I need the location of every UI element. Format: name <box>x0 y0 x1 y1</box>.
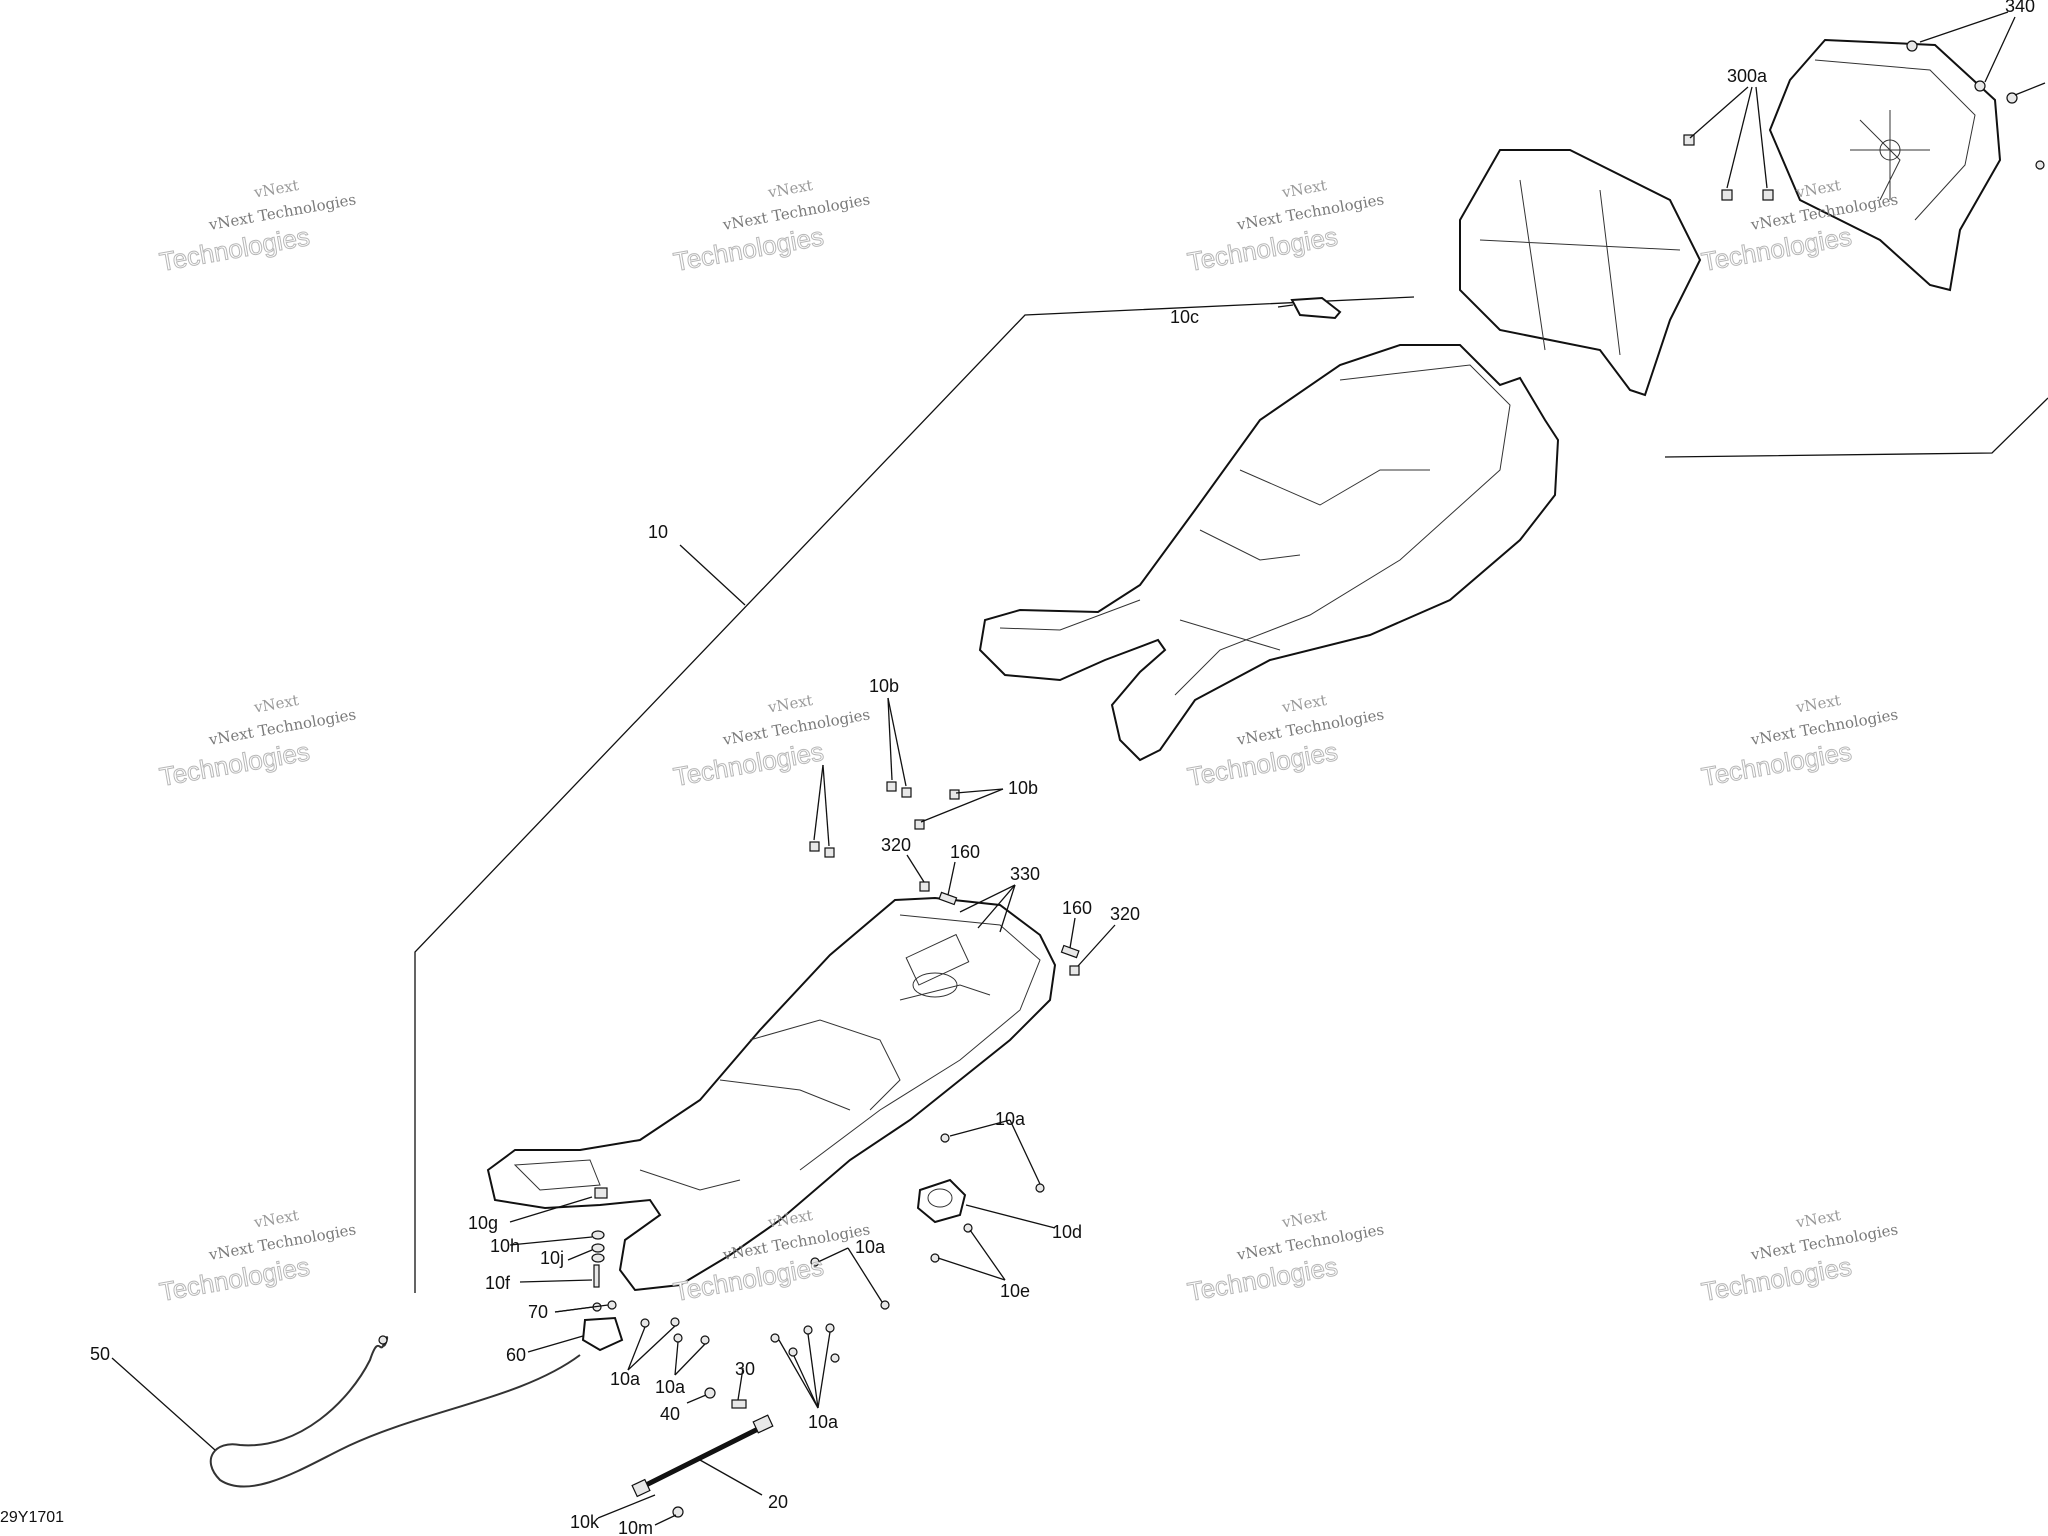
callout-50: 50 <box>90 1344 110 1364</box>
callout-10a-bottom: 10a <box>808 1412 839 1432</box>
callout-10f: 10f <box>485 1273 511 1293</box>
callout-10b-upper: 10b <box>869 676 899 696</box>
watermark-line1: vNext <box>1280 691 1328 717</box>
callout-320-right: 320 <box>1110 904 1140 924</box>
assembly-bracket-300 <box>1664 397 2048 458</box>
callout-300a: 300a <box>1727 66 1768 86</box>
callout-70: 70 <box>528 1302 548 1322</box>
strap-clip-10c <box>1290 296 1342 320</box>
backrest-screws <box>1683 40 2045 201</box>
watermark-line1: vNext <box>766 691 814 717</box>
callout-10d: 10d <box>1052 1222 1082 1242</box>
backrest-leader-lines <box>1689 11 2046 189</box>
gas-spring-20 <box>631 1414 774 1518</box>
callout-10a-mid: 10a <box>655 1377 686 1397</box>
assembly-bracket-10 <box>414 296 1415 1293</box>
callout-10a-center: 10a <box>855 1237 886 1257</box>
hardware-320-160 <box>919 881 1080 976</box>
callout-labels: 340 300a 10c 10 10b 10b 320 160 330 160 … <box>90 0 2035 1536</box>
seat-cover <box>978 344 1560 762</box>
callout-10g: 10g <box>468 1213 498 1233</box>
backrest-cushion <box>1459 149 1702 397</box>
callout-10a-right: 10a <box>995 1109 1026 1129</box>
callout-10b-right: 10b <box>1008 778 1038 798</box>
callout-340: 340 <box>2005 0 2035 16</box>
watermark-line1: vNext <box>252 1206 300 1232</box>
watermark-line1: vNext <box>1794 691 1842 717</box>
drawing-code: 29Y1701 <box>0 1509 64 1526</box>
callout-10: 10 <box>648 522 668 542</box>
watermark-line1: vNext <box>252 691 300 717</box>
callout-40: 40 <box>660 1404 680 1424</box>
latch-60-70 <box>581 1300 624 1352</box>
callout-10j: 10j <box>540 1248 564 1268</box>
hardware-10b <box>809 781 960 858</box>
watermark-line1: vNext <box>1280 1206 1328 1232</box>
callout-10e: 10e <box>1000 1281 1030 1301</box>
callout-160-left: 160 <box>950 842 980 862</box>
callout-160-right: 160 <box>1062 898 1092 918</box>
callout-10a-left: 10a <box>610 1369 641 1389</box>
hardware-10g-10f <box>591 1187 608 1288</box>
callout-10k: 10k <box>570 1512 600 1532</box>
watermark-line1: vNext <box>766 176 814 202</box>
watermark-line1: vNext <box>1280 176 1328 202</box>
leader-lines <box>111 304 1294 1526</box>
callout-10c: 10c <box>1170 307 1199 327</box>
callout-320-left: 320 <box>881 835 911 855</box>
callout-330: 330 <box>1010 864 1040 884</box>
callout-60: 60 <box>506 1345 526 1365</box>
release-cable-50 <box>209 1335 581 1488</box>
speaker-10d <box>916 1178 967 1224</box>
callout-30: 30 <box>735 1359 755 1379</box>
callout-10h: 10h <box>490 1236 520 1256</box>
seat-base <box>486 896 1057 1292</box>
watermark-line1: vNext <box>252 176 300 202</box>
callout-10m: 10m <box>618 1518 653 1536</box>
callout-20: 20 <box>768 1492 788 1512</box>
watermark-line1: vNext <box>1794 1206 1842 1232</box>
hardware-30-40 <box>704 1387 747 1409</box>
backrest-frame <box>1768 38 2002 292</box>
